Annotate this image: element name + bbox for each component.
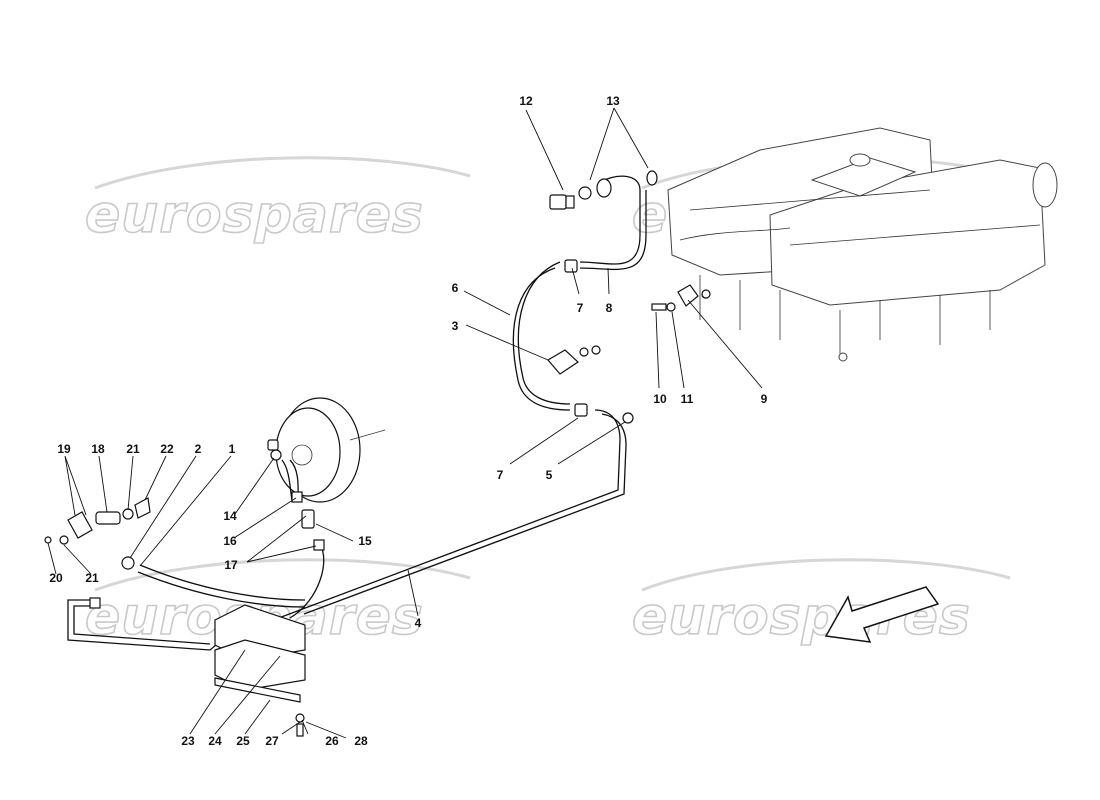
callout-7-lower: 7 xyxy=(497,468,504,482)
callout-11: 11 xyxy=(681,392,694,406)
callout-3: 3 xyxy=(452,319,459,333)
callout-labels: 1 2 3 4 5 6 7 7 8 9 10 11 12 13 14 15 16… xyxy=(49,94,767,748)
callout-19: 19 xyxy=(57,442,71,456)
callout-28: 28 xyxy=(354,734,368,748)
callout-22: 22 xyxy=(160,442,174,456)
callout-9: 9 xyxy=(761,392,768,406)
hose-lines xyxy=(67,175,647,651)
direction-arrow xyxy=(824,586,940,643)
callout-1: 1 xyxy=(229,442,236,456)
callout-10: 10 xyxy=(653,392,667,406)
small-parts xyxy=(44,170,711,737)
callout-15: 15 xyxy=(358,534,372,548)
callout-18: 18 xyxy=(91,442,105,456)
callout-21-bottom: 21 xyxy=(85,571,99,585)
callout-13: 13 xyxy=(606,94,620,108)
brake-servo xyxy=(275,397,386,503)
callout-26: 26 xyxy=(325,734,339,748)
callout-6: 6 xyxy=(452,281,459,295)
callout-16: 16 xyxy=(223,534,237,548)
callout-14: 14 xyxy=(223,509,237,523)
callout-8: 8 xyxy=(606,301,613,315)
callout-2: 2 xyxy=(195,442,202,456)
callout-7-upper: 7 xyxy=(577,301,584,315)
callout-5: 5 xyxy=(546,468,553,482)
leader-lines xyxy=(47,107,763,739)
callout-24: 24 xyxy=(208,734,222,748)
callout-12: 12 xyxy=(519,94,533,108)
callout-27: 27 xyxy=(265,734,279,748)
callout-17: 17 xyxy=(224,558,238,572)
callout-4: 4 xyxy=(415,616,422,630)
engine-intake-assembly xyxy=(667,127,1058,362)
callout-21-top: 21 xyxy=(126,442,140,456)
callout-25: 25 xyxy=(236,734,250,748)
callout-20: 20 xyxy=(49,571,63,585)
watermark-top-left: eurospares xyxy=(85,185,424,245)
callout-23: 23 xyxy=(181,734,195,748)
